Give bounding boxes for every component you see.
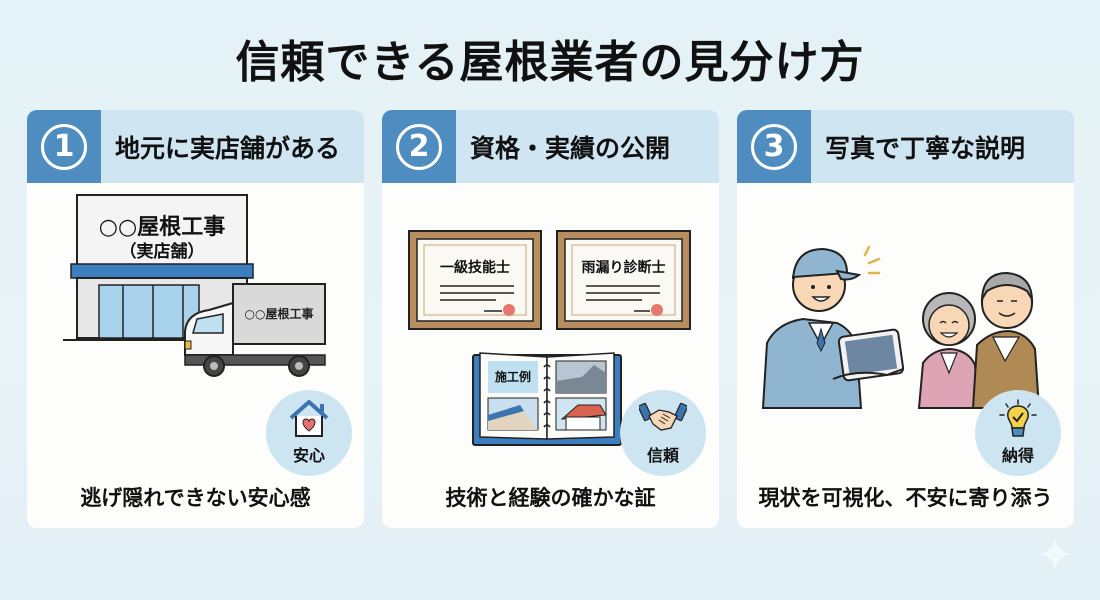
card-header: 3 写真で丁寧な説明 — [737, 110, 1074, 183]
card-title: 地元に実店舗がある — [115, 133, 341, 163]
certificate-1-title: 一級技能士 — [440, 260, 510, 276]
badge-label: 納得 — [1001, 446, 1034, 465]
sparkle-icon — [1039, 538, 1071, 570]
card-caption: 逃げ隠れできない安心感 — [80, 486, 311, 510]
storefront-illustration: ○○屋根工事 （実店舗） ○○屋根工事 — [27, 183, 364, 473]
house-heart-icon — [289, 400, 329, 437]
storefront-truck-icon — [63, 194, 326, 377]
worker-tablet-couple-icon — [761, 245, 1041, 409]
lightbulb-check-icon — [999, 399, 1037, 437]
badge-nattoku: 納得 — [975, 390, 1061, 476]
card-title: 写真で丁寧な説明 — [825, 133, 1026, 163]
card-photo-explanation: 3 写真で丁寧な説明 — [737, 110, 1074, 528]
card-caption: 現状を可視化、不安に寄り添う — [758, 486, 1053, 510]
number-box: 1 — [27, 110, 101, 183]
badge-label: 信頼 — [646, 446, 679, 465]
truck-label: ○○屋根工事 — [244, 307, 314, 321]
number-circle: 2 — [396, 123, 442, 170]
number-box: 2 — [382, 110, 456, 183]
card-local-store: 1 地元に実店舗がある ○○屋根工事 （実店舗） — [27, 110, 364, 528]
store-sub-sign: （実店舗） — [119, 242, 205, 262]
page-title: 信頼できる屋根業者の見分け方 — [235, 37, 865, 88]
card-caption: 技術と経験の確かな証 — [445, 486, 656, 510]
badge-label: 安心 — [292, 446, 325, 465]
credentials-illustration: 一級技能士 雨漏り診断士 施工例 — [382, 183, 719, 473]
portfolio-label: 施工例 — [494, 370, 531, 384]
badge-anshin: 安心 — [266, 390, 352, 476]
number-circle: 1 — [41, 123, 87, 170]
handshake-icon — [639, 402, 687, 431]
certificate-2-title: 雨漏り診断士 — [581, 260, 666, 276]
number-box: 3 — [737, 110, 811, 183]
card-header: 2 資格・実績の公開 — [382, 110, 719, 183]
card-header: 1 地元に実店舗がある — [27, 110, 364, 183]
card-title: 資格・実績の公開 — [470, 133, 671, 163]
worker-explaining-illustration — [737, 183, 1074, 473]
badge-shinrai: 信頼 — [620, 390, 706, 476]
store-sign: ○○屋根工事 — [98, 215, 226, 240]
card-credentials: 2 資格・実績の公開 — [382, 110, 719, 528]
certificates-portfolio-icon — [408, 230, 691, 446]
number-circle: 3 — [751, 123, 797, 170]
